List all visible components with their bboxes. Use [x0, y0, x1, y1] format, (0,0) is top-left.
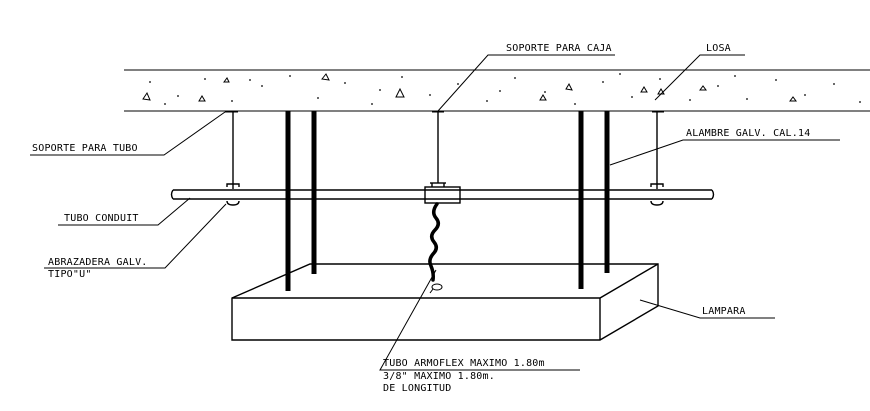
label-abrazadera-line2: TIPO"U" [48, 269, 92, 280]
label-armoflex-line2: 3/8" MAXIMO 1.80m. [383, 371, 495, 382]
conduit-hangers [225, 111, 664, 189]
label-soporte-tubo: SOPORTE PARA TUBO [32, 143, 138, 154]
label-alambre: ALAMBRE GALV. CAL.14 [686, 128, 810, 139]
label-abrazadera-line1: ABRAZADERA GALV. [48, 257, 148, 268]
label-armoflex-line1: TUBO ARMOFLEX MAXIMO 1.80m [383, 358, 545, 369]
slab [124, 69, 870, 112]
concrete-aggregate [142, 73, 797, 102]
label-losa: LOSA [706, 43, 731, 54]
label-tubo-conduit: TUBO CONDUIT [64, 213, 139, 224]
label-soporte-caja: SOPORTE PARA CAJA [506, 43, 612, 54]
lamp-support-rods [285, 111, 610, 291]
label-lampara: LAMPARA [702, 306, 746, 317]
label-armoflex-line3: DE LONGITUD [383, 383, 451, 394]
concrete-hatch [149, 73, 861, 105]
junction-box [424, 182, 461, 204]
lamp-fixture [231, 263, 659, 341]
armoflex-cable [428, 202, 443, 294]
leader-lines [30, 54, 840, 371]
